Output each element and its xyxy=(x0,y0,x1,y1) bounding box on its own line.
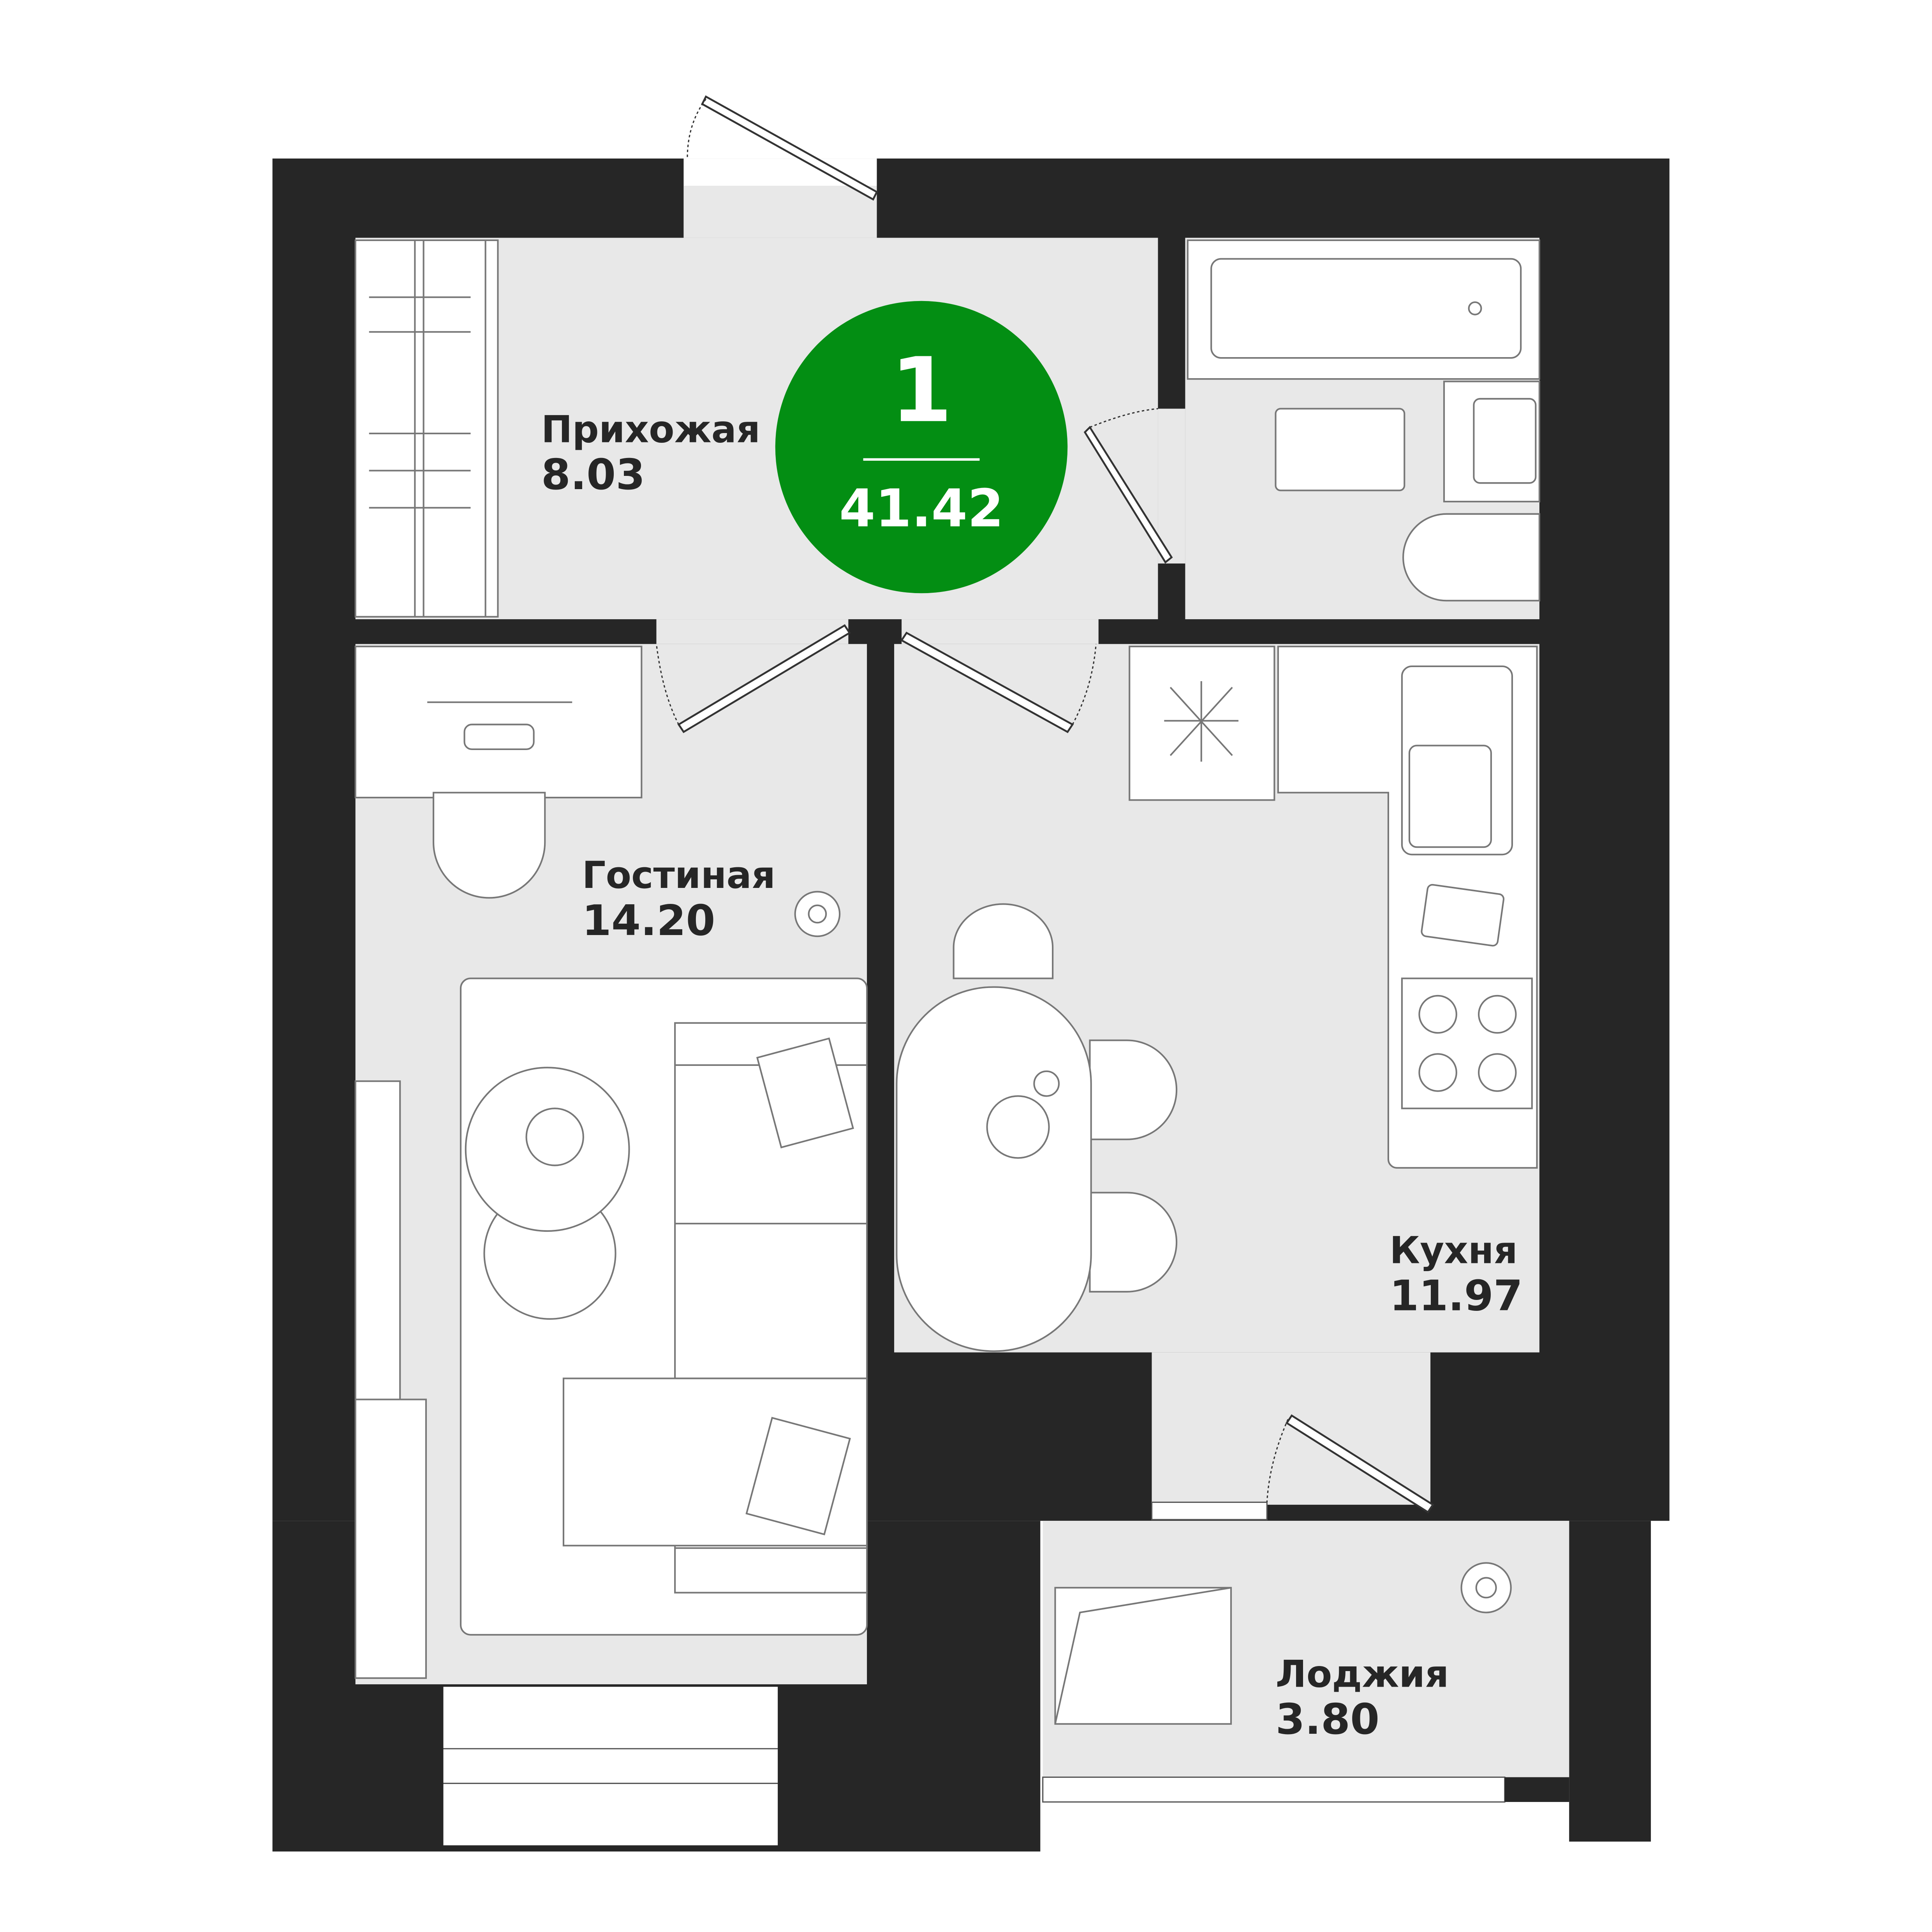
windows xyxy=(443,1501,1569,1846)
plant-icon xyxy=(1460,1562,1512,1613)
rooms-count: 1 xyxy=(890,338,952,442)
room-area: 3.80 xyxy=(1276,1695,1380,1744)
room-area: 11.97 xyxy=(1390,1272,1523,1321)
room-area: 14.20 xyxy=(582,896,715,945)
room-name: Лоджия xyxy=(1276,1652,1449,1696)
room-label-living-room: Гостиная 14.20 xyxy=(582,854,776,945)
room-name: Гостиная xyxy=(582,854,776,897)
loggia-furniture xyxy=(1054,1587,1232,1725)
living-room-furniture xyxy=(354,645,868,1679)
room-label-hallway: Прихожая 8.03 xyxy=(541,408,761,499)
plant-icon xyxy=(794,891,841,937)
wardrobe xyxy=(354,239,499,618)
total-area: 41.42 xyxy=(839,479,1004,539)
room-name: Кухня xyxy=(1390,1229,1518,1272)
room-label-loggia: Лоджия 3.80 xyxy=(1276,1652,1449,1744)
doors xyxy=(655,95,1434,1514)
kitchen-furniture xyxy=(896,645,1538,1352)
apartment-badge: 1 41.42 xyxy=(775,301,1068,594)
room-area: 8.03 xyxy=(541,451,645,499)
room-name: Прихожая xyxy=(541,408,761,451)
bathroom-fixtures xyxy=(1187,239,1540,602)
room-label-kitchen: Кухня 11.97 xyxy=(1390,1229,1523,1321)
